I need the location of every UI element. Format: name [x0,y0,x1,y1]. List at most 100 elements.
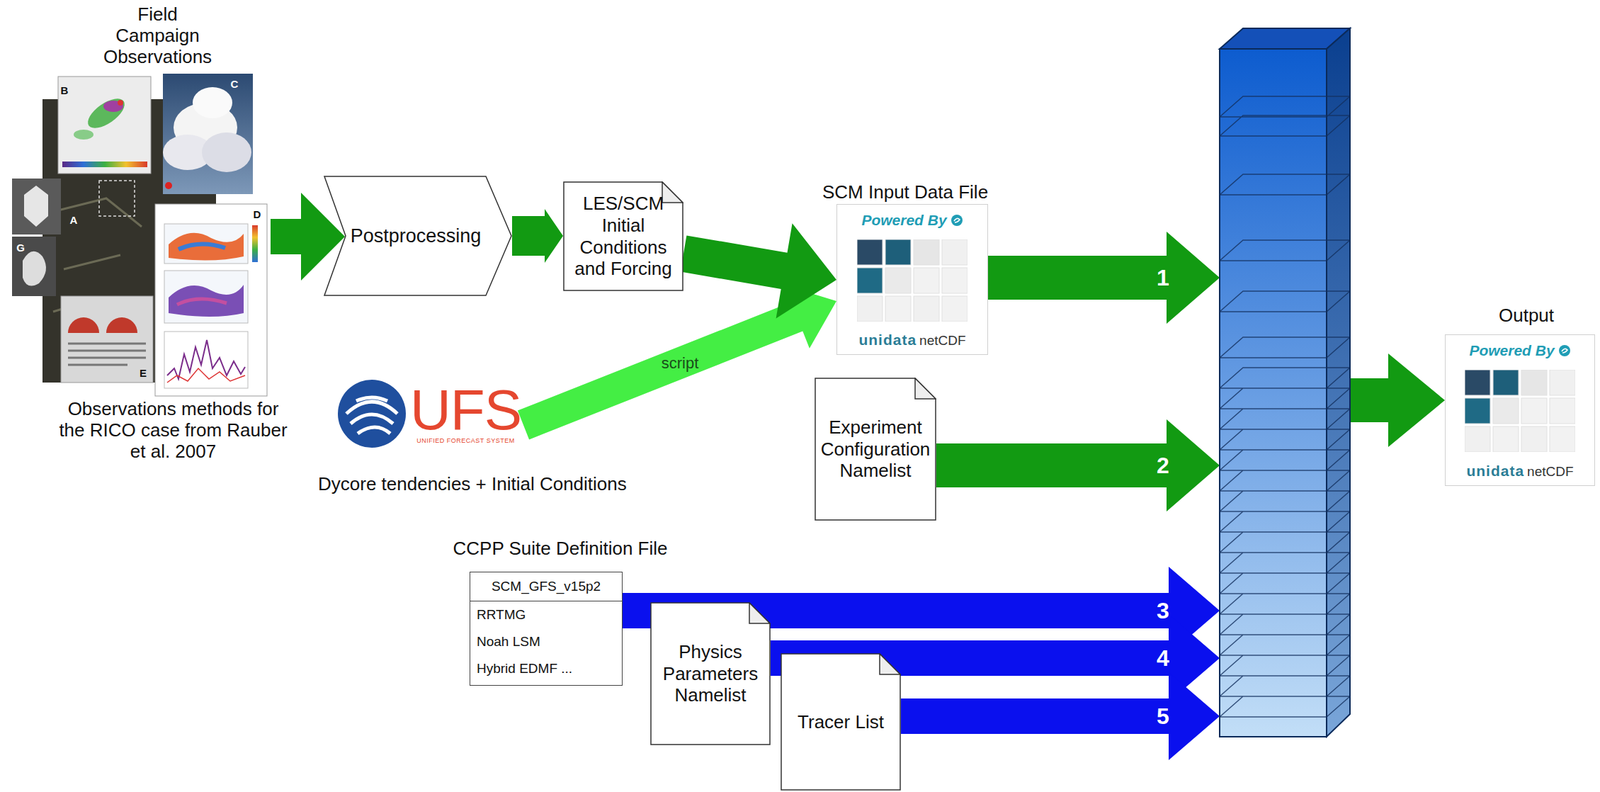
document-shape: Experiment Configuration Namelist [814,377,937,521]
caption: Observations methods for the RICO case f… [54,398,292,463]
logo-cell [1493,369,1519,396]
node-content: LES/SCM Initial Conditions and Forcing [563,181,684,292]
collage-box: Field Campaign ObservationsObservations … [4,70,271,399]
panel-letter: E [139,366,147,379]
plot-line [167,339,246,379]
photo-texture [49,198,142,312]
node-label: Postprocessing [350,225,482,248]
ufs-logo: UFSUNIFIED FORECAST SYSTEMDycore tendenc… [336,377,524,450]
logo-cell [913,239,940,265]
ice-crystal [22,251,47,287]
callout-number: 5 [1156,703,1170,730]
logo-cell [913,296,940,322]
cloud [201,132,252,173]
instrument-shape [67,317,100,333]
plot-frame [164,223,248,264]
document-fold [879,653,901,675]
node-label: SCM_GFS_v15p2 [470,572,622,602]
callout-number: 4 [1156,645,1170,672]
tower-slices [1219,96,1350,717]
heading: CCPP Suite Definition File [453,538,668,560]
ice-crystal [24,185,49,227]
heading: Field Campaign Observations [97,4,219,68]
plot-panel [155,203,268,396]
node-content [4,70,271,399]
model-column [1219,48,1327,737]
logo-cell [1521,426,1547,452]
node-content: Powered By unidatanetCDF [1445,335,1595,486]
logo-icon-disc [1558,344,1571,357]
document-body [563,182,683,291]
crystal-panel [12,178,61,235]
plot-frame [164,270,248,323]
node-content: Powered ByunidatanetCDF [837,204,988,355]
heading: SCM Input Data File [822,182,989,204]
table-lines [67,343,146,365]
node-label: Physics Parameters Namelist [655,640,766,707]
logo-cell [885,239,911,265]
logo-top-row: Powered By [1468,342,1571,360]
block-arrow [270,192,345,281]
tower-side [1326,28,1350,737]
logo-slot: unidata [1466,462,1525,480]
suite-table: SCM_GFS_v15p2RRTMGNoah LSMHybrid EDMF ..… [469,571,623,686]
block-arrow [988,231,1220,324]
logo-icon [1558,344,1571,357]
netcdf-file: Powered ByunidatanetCDFOutput [1444,334,1596,486]
panel-letter: C [230,77,239,90]
document-body [781,653,901,790]
plot-line [167,368,246,383]
logo-cell [1464,426,1491,452]
logo-cell [857,239,883,265]
radar-echo [103,100,124,112]
logo-cell [1549,426,1576,452]
node-label: Hybrid EDMF ... [470,655,622,683]
logo-grid [1464,369,1576,452]
node-label: Noah LSM [470,628,622,656]
cloud-photo [162,73,253,195]
panel-letter: A [70,213,78,226]
block-arrow [936,419,1220,512]
radar-echo [82,92,129,134]
document-body [650,602,770,745]
edge-label: script [661,354,700,373]
document-shape: Physics Parameters Namelist [650,602,771,746]
plot-frame [164,331,248,389]
node-label: Tracer List [797,711,884,734]
block-arrow [680,223,837,319]
callout-number: 3 [1156,597,1170,624]
logo-icon-disc [951,214,963,226]
netcdf-file: Powered ByunidatanetCDFSCM Input Data Fi… [836,203,989,355]
collage-ground [4,70,271,399]
logo-icon-swirl [1561,348,1568,353]
logo-cell [885,296,911,322]
instrument-shape [106,317,138,333]
logo-slot: netCDF [1527,463,1574,480]
node-label: UFS [410,383,522,438]
node-label: UNIFIED FORECAST SYSTEM [416,437,515,445]
logo-cell [1464,369,1491,396]
logo-cell [857,296,883,322]
logo-cell [1521,398,1547,424]
node-content: Postprocessing [323,175,513,297]
radar-dot [117,99,124,106]
node-label: Powered By [861,211,947,229]
node-content [1219,48,1327,737]
logo-cell [913,267,940,294]
logo-cell [942,296,968,322]
logo-slot: Powered By [861,211,947,229]
node-label: netCDF [1527,463,1574,480]
document-fold [749,602,770,624]
node-label: LES/SCM Initial Conditions and Forcing [568,192,679,280]
logo-grid [857,239,968,322]
zoom-frame [99,180,135,217]
globe-disc [337,379,406,448]
logo-cell [1493,426,1519,452]
logo-cell [1549,369,1576,396]
globe-swirl [346,397,398,434]
node-content: Physics Parameters Namelist [650,602,771,746]
radar-echo [73,129,94,140]
process-chevron: Postprocessing [323,175,513,297]
node-label: unidata [1466,462,1525,480]
plot-field [177,298,227,305]
